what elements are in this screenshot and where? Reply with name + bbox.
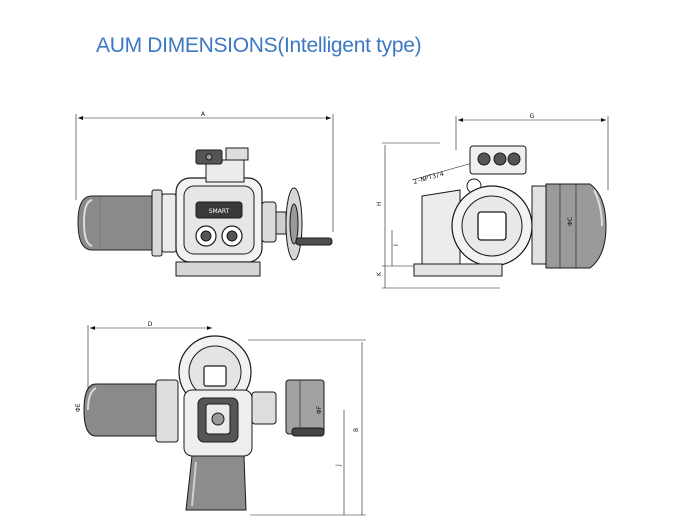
dim-phic-label: ΦC: [567, 217, 574, 226]
dim-b-label: B: [353, 428, 360, 432]
top-view: D B J ΦE ΦF: [75, 321, 366, 516]
dim-j-label: J: [335, 464, 342, 467]
dim-phie-label: ΦE: [75, 403, 82, 412]
dim-h-label: H: [376, 201, 383, 206]
display-text: SMART: [209, 208, 230, 215]
dim-a-label: A: [201, 111, 206, 118]
dim-g-label: G: [530, 113, 535, 120]
side-view: G H I K 2-NPT3/4 ΦC: [376, 113, 609, 289]
page-title: AUM DIMENSIONS(Intelligent type): [96, 34, 422, 57]
dim-k-label: K: [376, 271, 383, 276]
front-view: A SMART: [75, 111, 334, 277]
dim-i-label: I: [393, 244, 400, 246]
dim-phif-label: ΦF: [316, 405, 323, 414]
conduit-label: 2-NPT3/4: [412, 170, 444, 186]
dim-d-label: D: [148, 321, 153, 328]
